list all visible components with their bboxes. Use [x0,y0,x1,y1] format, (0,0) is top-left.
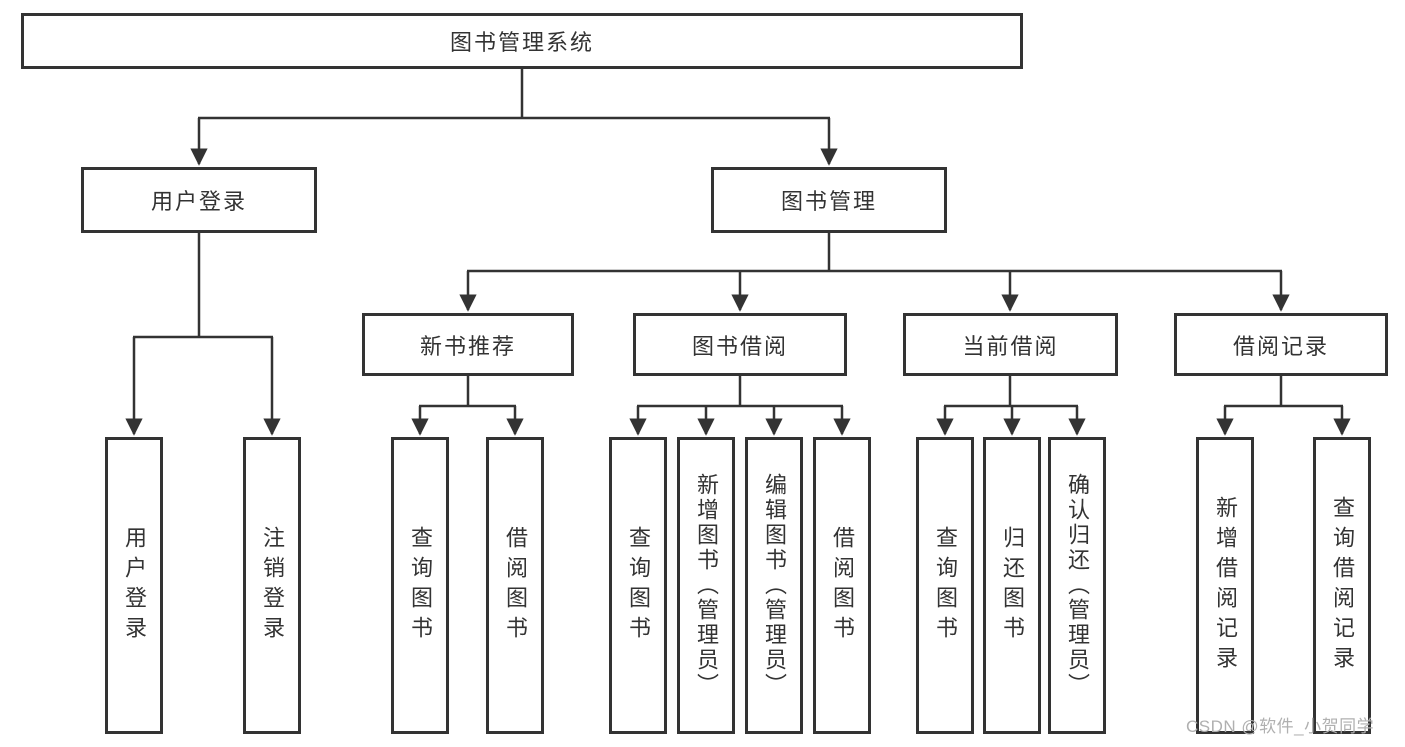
node-cb-return-books: 归还图书 [983,437,1041,734]
node-logout: 注销登录 [243,437,301,734]
node-login: 用户登录 [105,437,163,734]
node-root: 图书管理系统 [21,13,1023,69]
csdn-watermark: CSDN @软件_小贺同学 [1186,717,1375,736]
node-bb-query-books: 查询图书 [609,437,667,734]
node-borrowing-records: 借阅记录 [1174,313,1388,376]
node-nbr-borrow-books: 借阅图书 [486,437,544,734]
node-book-management-branch: 图书管理 [711,167,947,233]
node-user-login-branch: 用户登录 [81,167,317,233]
node-bb-edit-books: 编辑图书（管理员） [745,437,803,734]
node-book-borrowing: 图书借阅 [633,313,847,376]
node-bb-add-books: 新增图书（管理员） [677,437,735,734]
node-br-query-record: 查询借阅记录 [1313,437,1371,734]
connector-group [125,69,1351,436]
node-new-book-recommend: 新书推荐 [362,313,574,376]
node-nbr-query-books: 查询图书 [391,437,449,734]
node-current-borrowing: 当前借阅 [903,313,1118,376]
node-cb-query-books: 查询图书 [916,437,974,734]
node-br-add-record: 新增借阅记录 [1196,437,1254,734]
node-cb-confirm-return: 确认归还（管理员） [1048,437,1106,734]
node-bb-borrow-books: 借阅图书 [813,437,871,734]
